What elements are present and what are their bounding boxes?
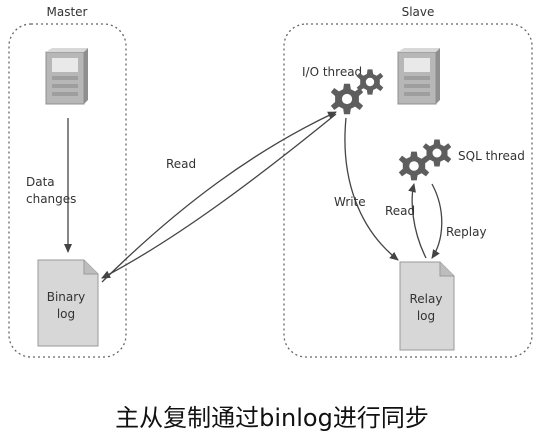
io-thread-label: I/O thread (302, 65, 362, 79)
read-slave-label: Read (385, 204, 415, 218)
read-slave-arrow (408, 183, 427, 259)
sql-thread-gear-icon (398, 151, 430, 181)
read-arc-lower (101, 113, 337, 279)
read-arc-upper (101, 111, 337, 283)
write-arrow (344, 117, 399, 261)
slave-container (283, 23, 533, 358)
binary-log-label-line1: Binary (47, 290, 86, 304)
write-label: Write (334, 195, 366, 209)
relay-log-label-line2: log (417, 309, 435, 323)
diagram-caption: 主从复制通过binlog进行同步 (115, 404, 429, 432)
sql-thread-gear-small-icon (422, 139, 452, 167)
slave-server-icon (397, 48, 440, 105)
relay-log-document (399, 261, 455, 351)
binary-log-document (37, 259, 99, 347)
slave-title: Slave (402, 5, 435, 19)
master-container (8, 23, 127, 358)
relay-log-label-line1: Relay (410, 292, 443, 306)
read-master-label: Read (166, 157, 196, 171)
data-changes-label-line1: Data (26, 175, 55, 189)
binary-log-label-line2: log (57, 307, 75, 321)
replay-arrow (431, 183, 443, 259)
master-server-icon (45, 48, 88, 105)
master-title: Master (47, 5, 88, 19)
replay-label: Replay (446, 225, 487, 239)
sql-thread-label: SQL thread (458, 149, 525, 163)
data-changes-label-line2: changes (26, 192, 76, 206)
